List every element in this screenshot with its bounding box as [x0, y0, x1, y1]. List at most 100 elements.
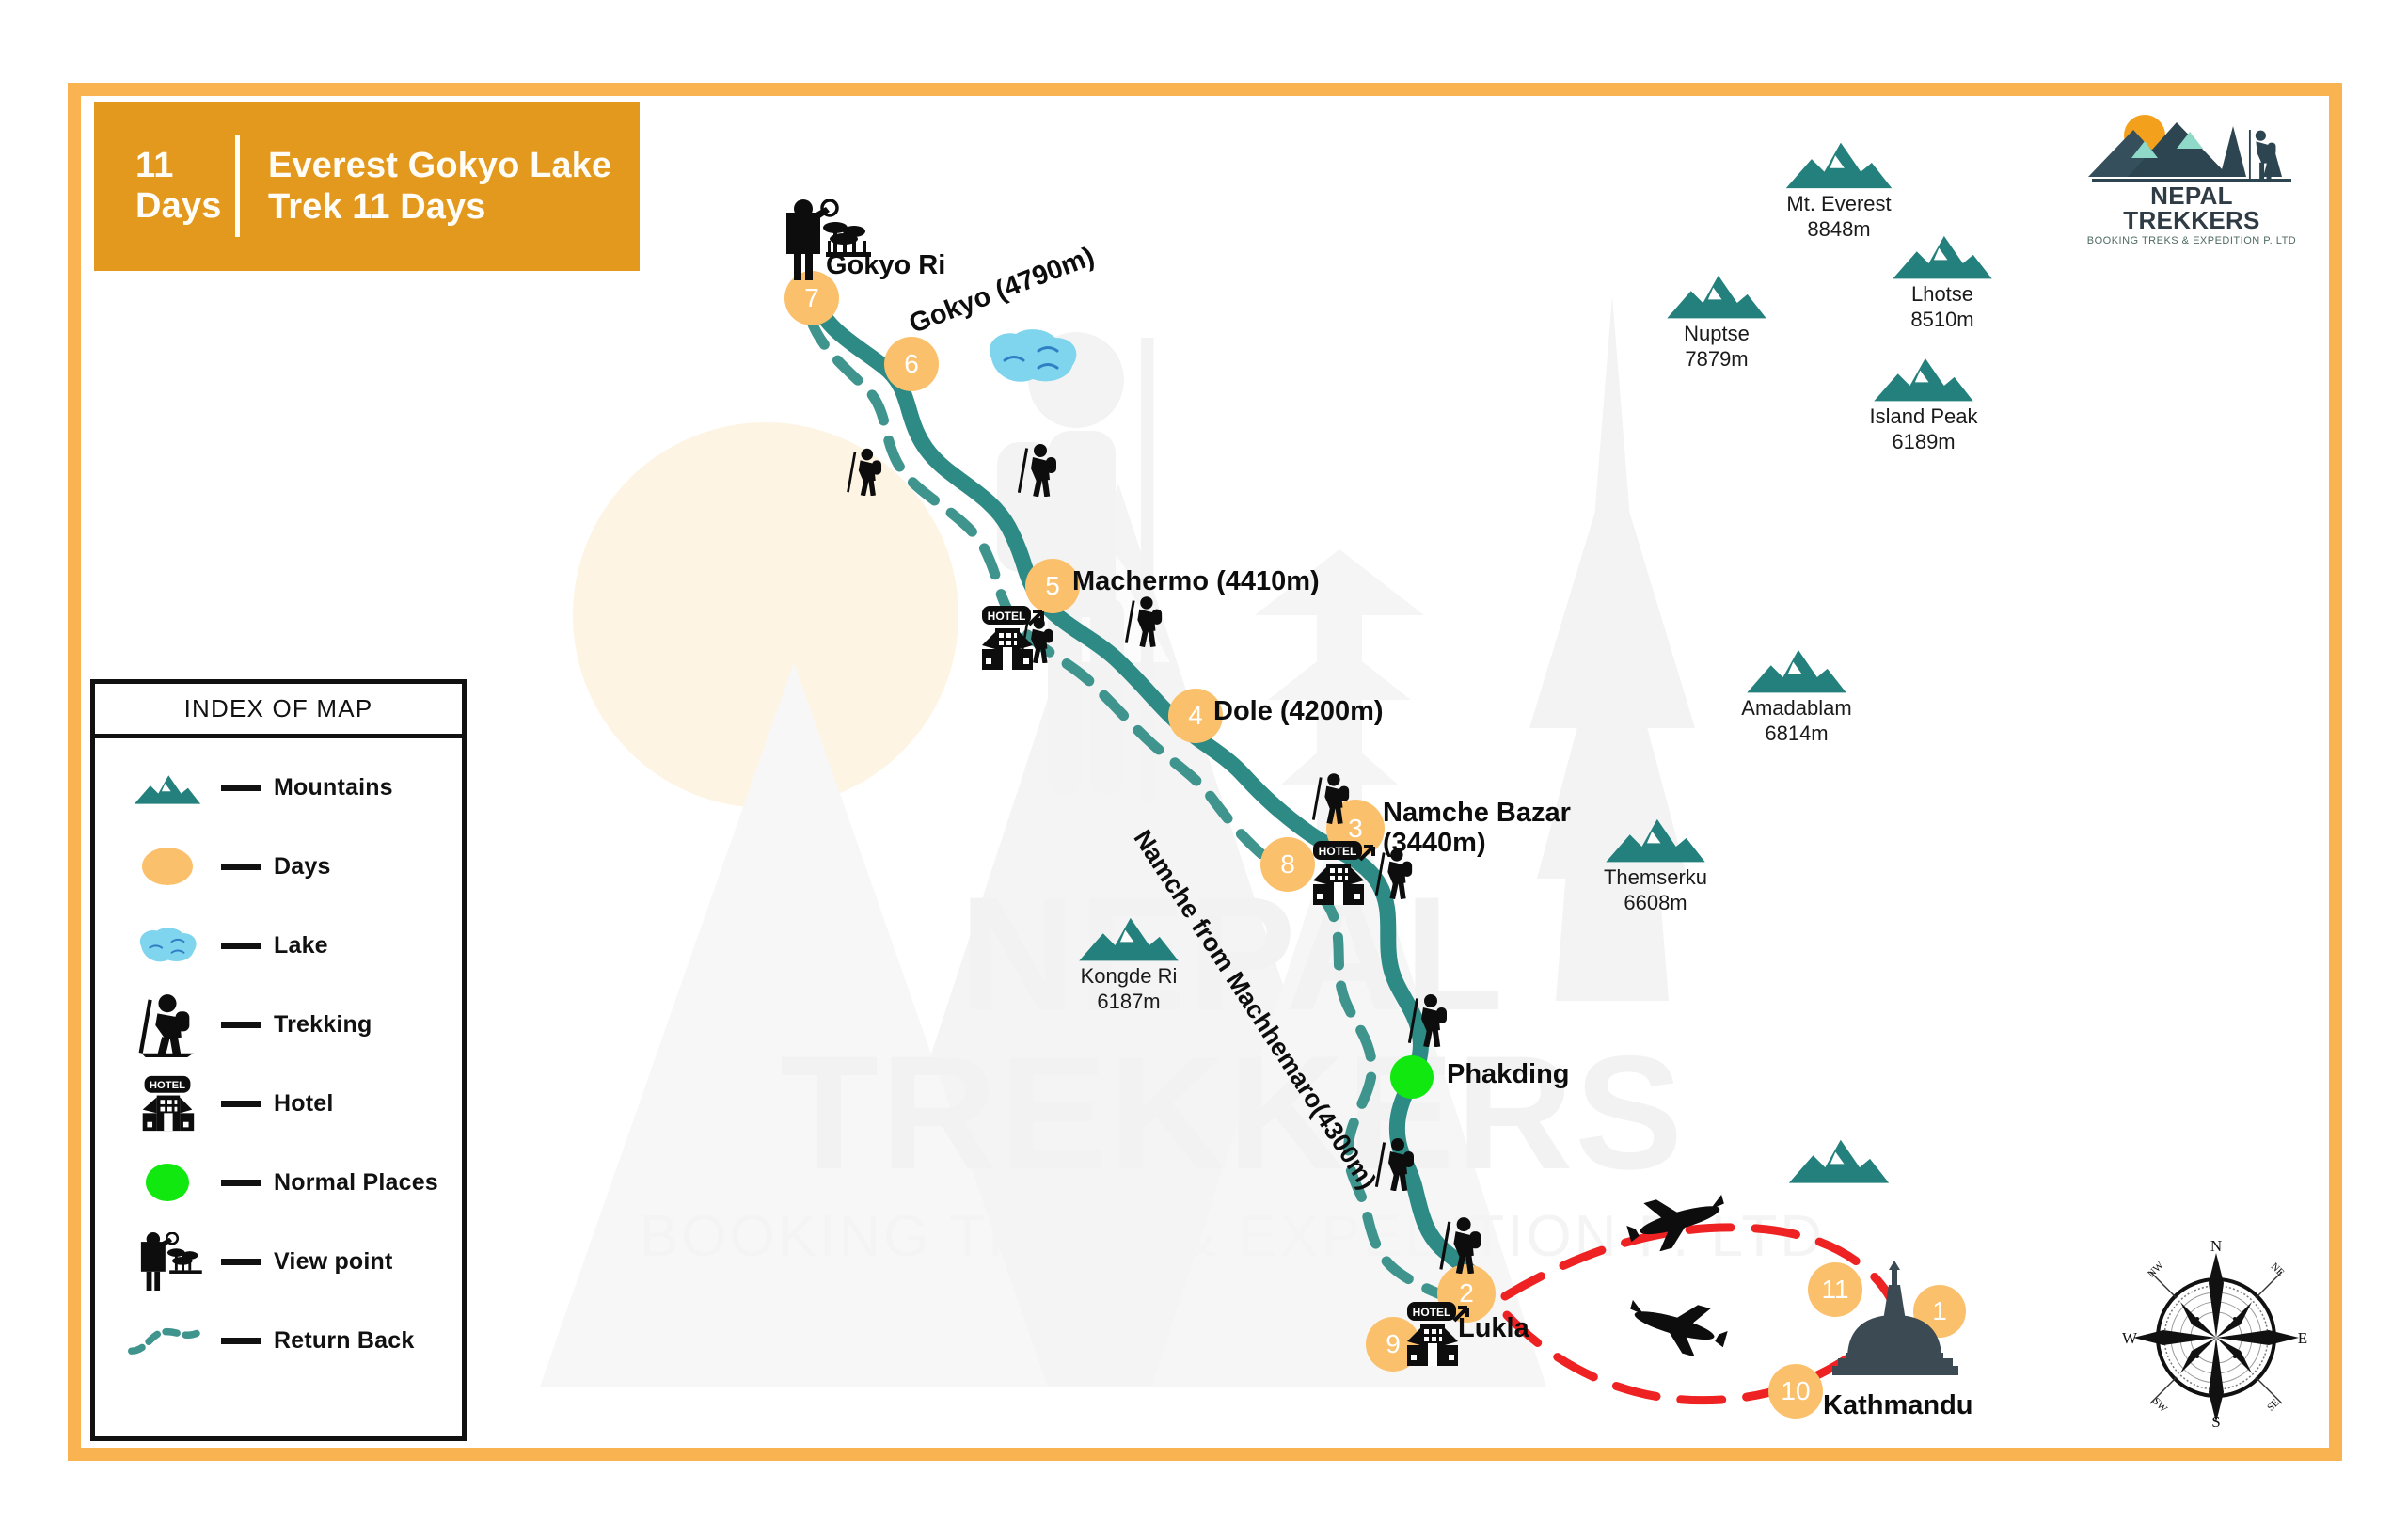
legend-dash: [221, 942, 261, 949]
gokyo-lake-icon: [980, 325, 1084, 393]
legend-item-trekking: Trekking: [95, 985, 462, 1064]
place-label-dole: Dole (4200m): [1213, 696, 1384, 726]
peak-elevation: 7879m: [1685, 346, 1749, 371]
orange-circle-icon: [116, 848, 219, 885]
place-label-kathmandu: Kathmandu: [1823, 1390, 1973, 1420]
header-divider: [235, 135, 240, 237]
peak-elevation: 6187m: [1097, 989, 1161, 1013]
legend-dash: [221, 1021, 261, 1028]
logo-tagline: BOOKING TREKS & EXPEDITION P. LTD: [2086, 235, 2297, 246]
airplane-icon: [1625, 1296, 1729, 1361]
page-title: Everest Gokyo Lake Trek 11 Days: [268, 145, 628, 228]
peak-nuptse: Nuptse 7879m: [1637, 265, 1797, 373]
mountain-icon: [1874, 357, 1973, 402]
legend-dash: [221, 1179, 261, 1186]
legend-dash: [221, 784, 261, 791]
mountain-icon: [1079, 917, 1179, 961]
day-marker-label: 7: [804, 283, 819, 312]
legend-dash: [221, 1100, 261, 1107]
compass-label-ne: NE: [2269, 1261, 2287, 1278]
peak-name: Lhotse: [1910, 282, 1974, 306]
peak-elevation: 6814m: [1765, 721, 1829, 745]
compass-label-w: W: [2122, 1329, 2138, 1347]
peak-amadablam: Amadablam 6814m: [1712, 640, 1881, 747]
legend-label: View point: [274, 1247, 393, 1275]
header-badge: 11 Days Everest Gokyo Lake Trek 11 Days: [94, 102, 640, 271]
peak-name: Themserku: [1603, 865, 1708, 889]
gokyo-ri-viewpoint-icon: [773, 198, 873, 285]
place-label-lukla: Lukla: [1458, 1313, 1529, 1343]
peak-island-peak: Island Peak 6189m: [1834, 348, 2013, 455]
legend-label: Hotel: [274, 1089, 334, 1117]
legend-item-lake: Lake: [95, 906, 462, 985]
peak-elevation: 8510m: [1910, 307, 1974, 331]
day-marker-label: 9: [1386, 1329, 1401, 1358]
trekker-icon: [1017, 442, 1059, 501]
mountain-icon: [116, 769, 219, 806]
mountain-icon: [1606, 818, 1705, 863]
hotel-icon: HOTEL: [116, 1074, 219, 1133]
kathmandu-stupa-icon: [1825, 1261, 1966, 1387]
viewpoint-icon: [116, 1232, 219, 1291]
compass-label-sw: SW: [2150, 1396, 2170, 1416]
page-title-line1: Everest Gokyo Lake: [268, 145, 612, 185]
map-legend: INDEX OF MAP Mountains Days: [90, 679, 467, 1441]
legend-label: Lake: [274, 931, 328, 959]
mountain-icon: [1787, 1129, 1891, 1192]
compass-label-s: S: [2211, 1413, 2220, 1428]
peak-lhotse: Lhotse 8510m: [1862, 226, 2022, 333]
page-title-line2: Trek 11 Days: [268, 187, 486, 227]
svg-text:HOTEL: HOTEL: [1413, 1306, 1451, 1319]
mountain-icon: [1667, 275, 1766, 319]
trip-duration-unit: Days: [135, 186, 222, 226]
legend-item-hotel: HOTEL: [95, 1064, 462, 1143]
place-label-phakding: Phakding: [1447, 1059, 1570, 1089]
trip-duration-number: 11: [135, 146, 174, 186]
namche-hotel-icon: HOTEL: [1309, 839, 1377, 917]
peak-name: Nuptse: [1684, 322, 1750, 345]
legend-label: Mountains: [274, 773, 393, 801]
trekker-icon: [1124, 595, 1164, 652]
day-marker-8[interactable]: 8: [1260, 837, 1315, 892]
mountain-icon: [1747, 649, 1846, 693]
trekker-icon: [116, 991, 219, 1057]
peak-themserku: Themserku 6608m: [1571, 809, 1740, 916]
lake-icon: [116, 925, 219, 966]
airplane-icon: [1625, 1191, 1729, 1256]
day-marker-label: 8: [1280, 849, 1295, 879]
legend-label: Trekking: [274, 1010, 372, 1038]
peak-elevation: 8848m: [1807, 216, 1871, 241]
legend-rows: Mountains Days: [95, 738, 462, 1380]
trekker-icon: [1439, 1215, 1484, 1278]
day-marker-6[interactable]: 6: [884, 337, 939, 391]
company-logo: NEPAL TREKKERS BOOKING TREKS & EXPEDITIO…: [2079, 105, 2305, 246]
place-label-gokyo-ri: Gokyo Ri: [826, 250, 946, 280]
legend-item-mountains: Mountains: [95, 748, 462, 827]
legend-item-view-point: View point: [95, 1222, 462, 1301]
legend-label: Return Back: [274, 1326, 415, 1354]
peak-name: Kongde Ri: [1080, 964, 1178, 988]
legend-label: Normal Places: [274, 1168, 438, 1196]
day-marker-label: 5: [1045, 571, 1060, 600]
trip-duration: 11 Days: [94, 146, 235, 226]
peak-name: Island Peak: [1869, 404, 1978, 428]
legend-dash: [221, 1337, 261, 1344]
day-marker-10[interactable]: 10: [1768, 1364, 1823, 1419]
peak-elevation: 6608m: [1624, 890, 1687, 914]
peak-mt-everest: Mt. Everest 8848m: [1750, 132, 1928, 243]
compass-rose: N S E W NW NE SW SE: [2122, 1240, 2307, 1428]
legend-dash: [221, 1258, 261, 1265]
green-circle-icon: [116, 1164, 219, 1201]
trekker-icon: [1407, 992, 1450, 1052]
place-label-line2: (3440m): [1383, 828, 1486, 859]
legend-item-return-back: Return Back: [95, 1301, 462, 1380]
place-dot-phakding: [1390, 1055, 1434, 1099]
compass-label-nw: NW: [2146, 1260, 2166, 1280]
trekker-icon: [1374, 1136, 1417, 1196]
mountain-icon: [1785, 142, 1893, 189]
legend-label: Days: [274, 852, 331, 880]
legend-title: INDEX OF MAP: [95, 684, 462, 738]
day-marker-label: 4: [1188, 701, 1203, 730]
svg-text:HOTEL: HOTEL: [1319, 845, 1357, 858]
